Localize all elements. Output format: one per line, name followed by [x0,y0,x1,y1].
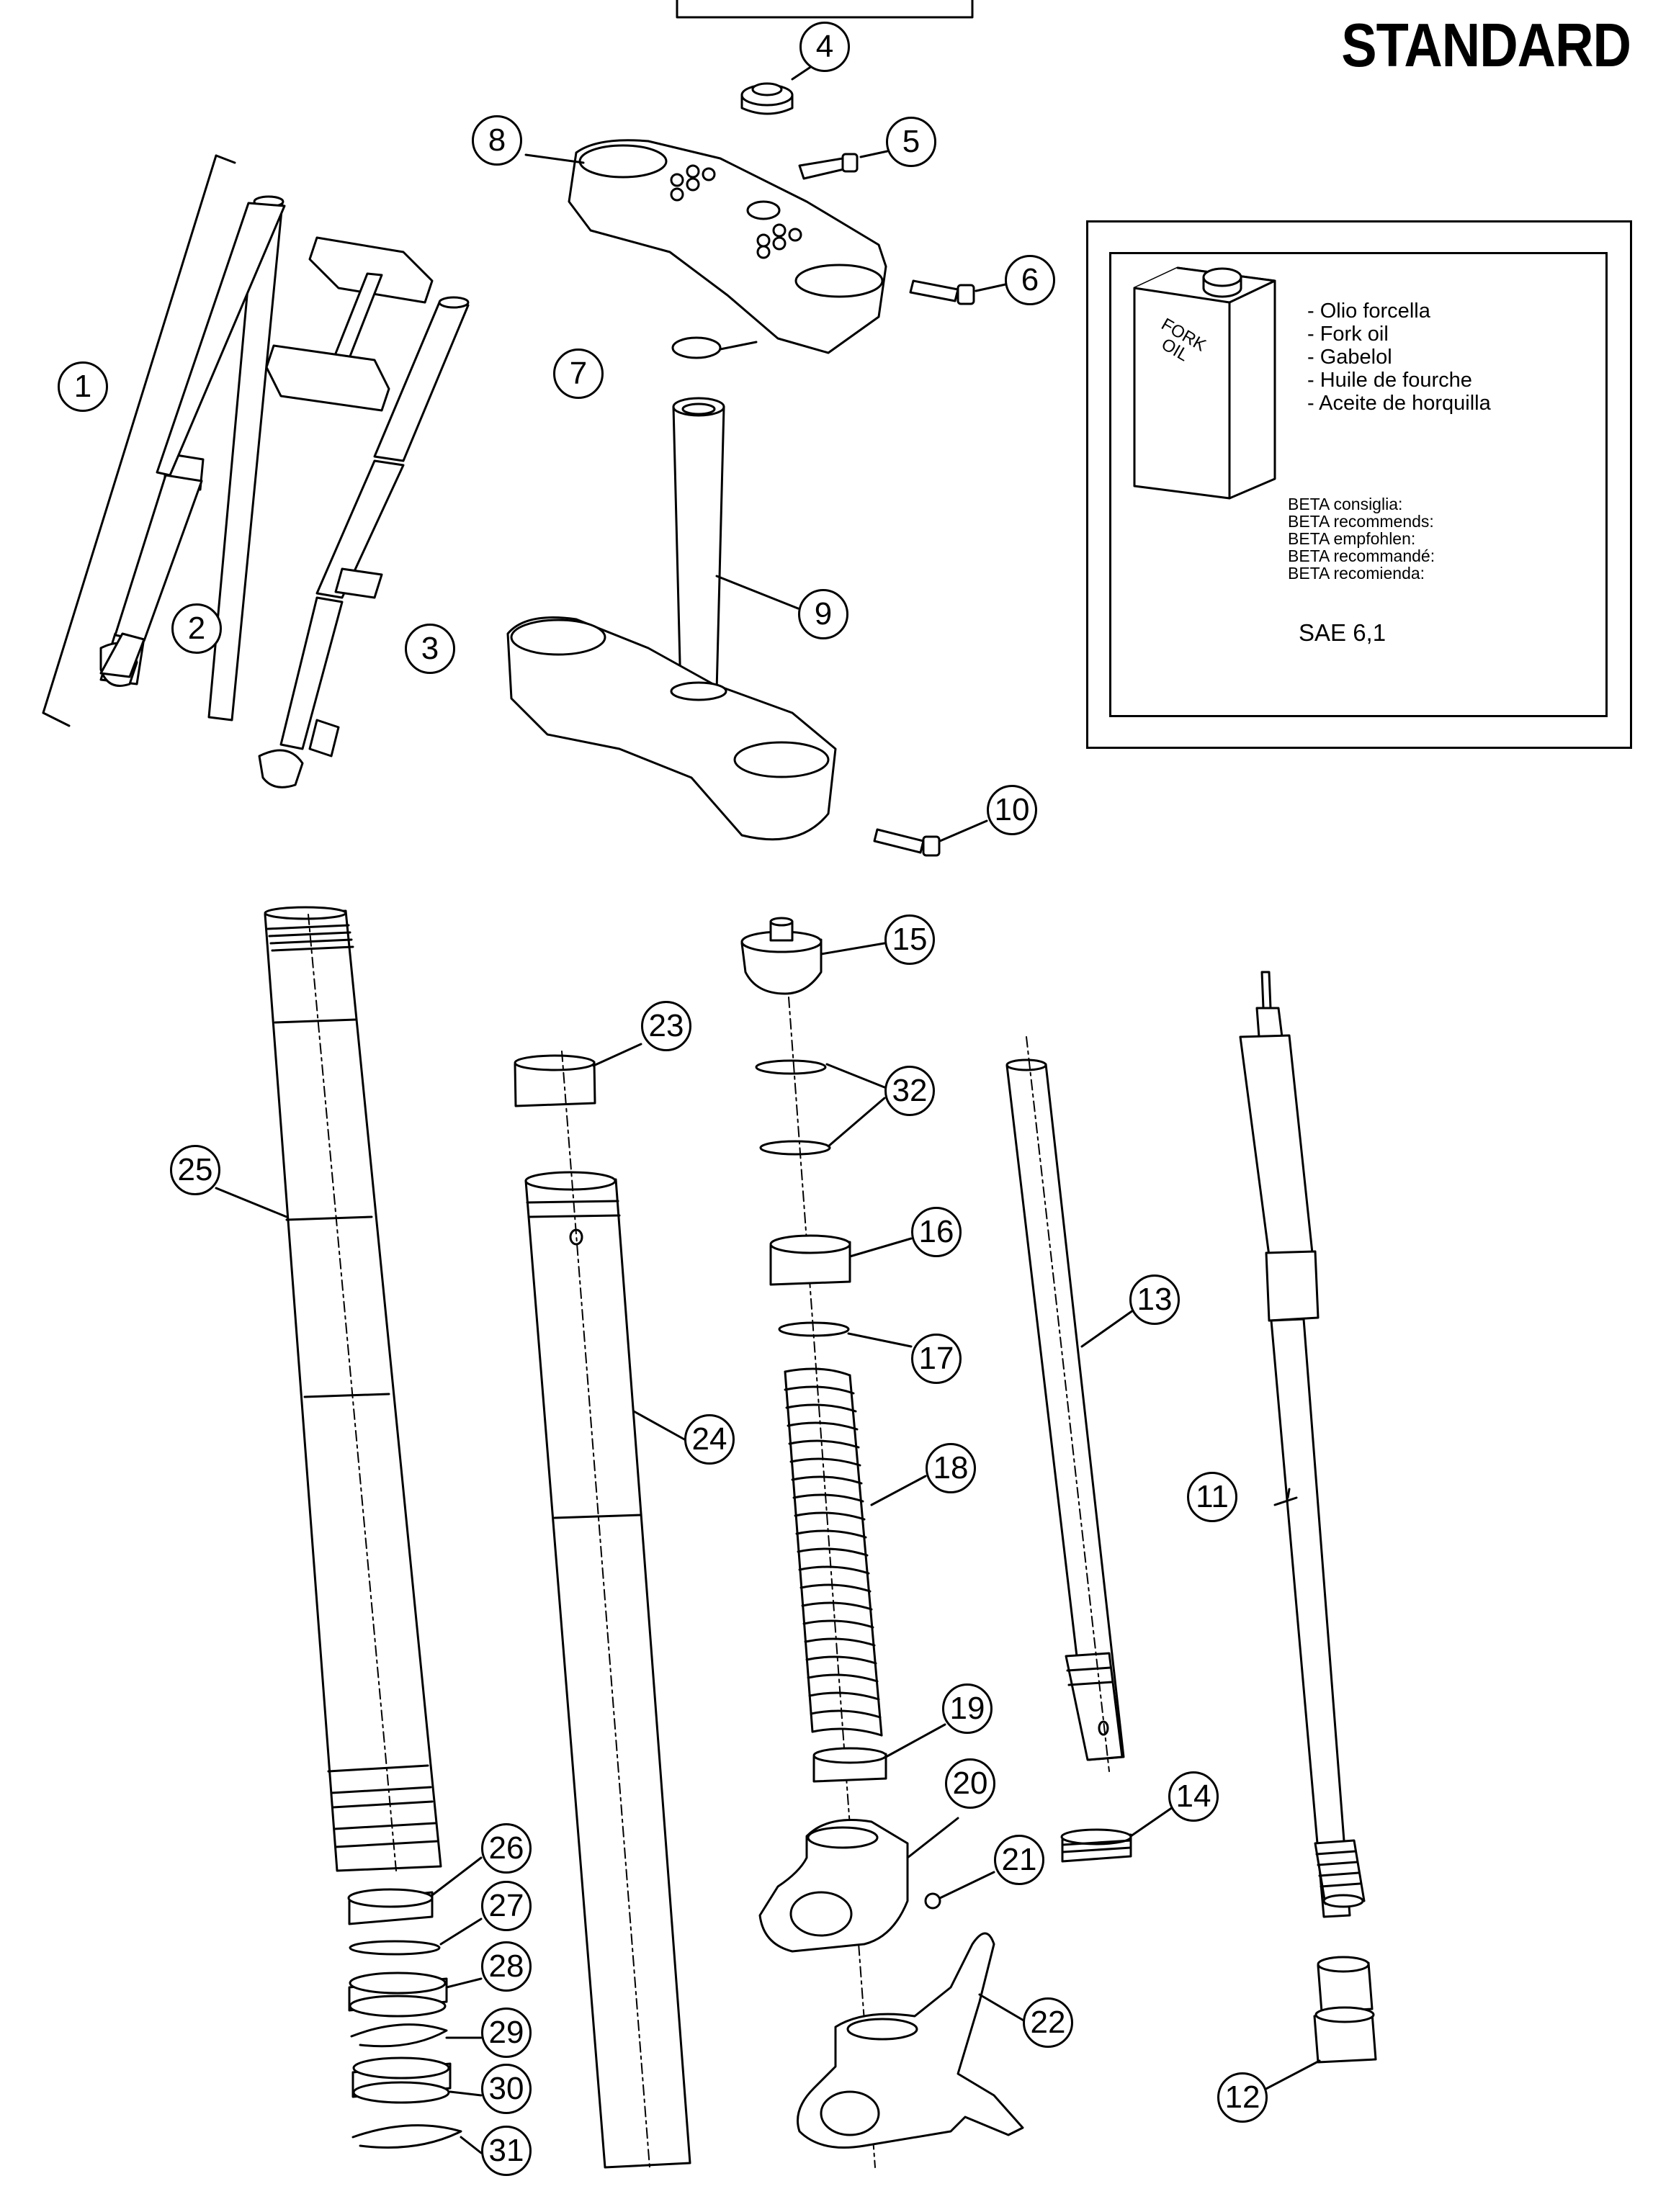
callout-24[interactable]: 24 [684,1414,735,1465]
callout-30[interactable]: 30 [481,2064,532,2114]
washer-17 [778,1321,850,1337]
axle-clamp-22 [797,1932,1024,2149]
callout-17[interactable]: 17 [911,1334,962,1384]
spacer-19 [812,1747,887,1783]
steering-stem-lower-clamp [506,397,837,841]
callout-5[interactable]: 5 [886,117,936,167]
callout-21[interactable]: 21 [994,1835,1044,1885]
callout-27[interactable]: 27 [481,1881,532,1931]
base-valve [1313,1956,1377,2064]
circlip-29 [350,2023,448,2048]
seal-14 [1060,1828,1132,1863]
recommend-en: BETA recommends: [1288,512,1434,531]
callout-26[interactable]: 26 [481,1823,532,1874]
main-spring [784,1367,883,1737]
o-ring [671,336,722,359]
callout-22[interactable]: 22 [1023,1997,1073,2048]
callout-19[interactable]: 19 [942,1683,993,1734]
recommend-es: BETA recomienda: [1288,564,1425,583]
recommend-list: BETA consiglia: BETA recommends: BETA em… [1288,495,1435,582]
oil-seal [348,1972,448,2018]
oil-name-de: - Gabelol [1307,346,1392,369]
callout-23[interactable]: 23 [641,1001,691,1051]
callout-11[interactable]: 11 [1187,1472,1237,1522]
page-title: STANDARD [1341,11,1631,80]
callout-1[interactable]: 1 [58,361,108,412]
top-frame [676,0,974,19]
callout-6[interactable]: 6 [1005,255,1055,305]
callout-4[interactable]: 4 [799,22,850,72]
callout-20[interactable]: 20 [945,1758,995,1809]
dust-seal [347,1888,434,1925]
callout-14[interactable]: 14 [1168,1771,1219,1822]
oil-name-en: - Fork oil [1307,323,1389,346]
oil-name-es: - Aceite de horquilla [1307,392,1491,415]
cartridge [1239,971,1366,1918]
cap-15 [740,917,823,995]
callout-12[interactable]: 12 [1217,2072,1268,2123]
recommend-de: BETA empfohlen: [1288,529,1416,548]
callout-13[interactable]: 13 [1129,1274,1180,1325]
callout-32[interactable]: 32 [884,1066,935,1116]
triple-clamp-small [265,236,434,412]
oil-info-outer-frame [1086,220,1632,749]
oil-grade: SAE 6,1 [1299,619,1386,646]
bush-23 [514,1054,596,1107]
upper-triple-clamp [568,139,887,354]
callout-25[interactable]: 25 [170,1145,220,1195]
callout-7[interactable]: 7 [553,349,604,399]
circlip-31 [351,2124,462,2149]
clip-27 [349,1940,441,1956]
bolt-6 [909,279,975,305]
callout-2[interactable]: 2 [171,603,222,654]
shim-upper [755,1059,827,1075]
bolt-10 [873,828,941,857]
oil-can-graphic [1133,266,1276,500]
callout-15[interactable]: 15 [884,914,935,965]
callout-18[interactable]: 18 [926,1443,976,1493]
callout-29[interactable]: 29 [481,2008,532,2058]
callout-28[interactable]: 28 [481,1941,532,1992]
inner-tube [524,1171,691,2169]
oil-name-fr: - Huile de fourche [1307,369,1472,392]
bolt-5 [798,153,859,180]
axle-clamp-20 [758,1819,909,1953]
callout-9[interactable]: 9 [798,589,848,639]
callout-10[interactable]: 10 [987,785,1037,835]
callout-8[interactable]: 8 [472,115,522,166]
oil-names: - Olio forcella - Fork oil - Gabelol - H… [1307,300,1491,415]
spacer-16 [769,1234,851,1286]
bushing-30 [351,2056,452,2104]
callout-3[interactable]: 3 [405,624,455,674]
outer-tube [264,906,442,1872]
oil-name-it: - Olio forcella [1307,300,1430,323]
shim-lower [759,1140,831,1156]
damper-tube [1005,1058,1125,1761]
callout-16[interactable]: 16 [911,1207,962,1257]
screw-21 [924,1892,941,1910]
oil-info-inner-frame [1109,252,1608,717]
callout-31[interactable]: 31 [481,2126,532,2176]
steering-nut [740,82,794,115]
recommend-it: BETA consiglia: [1288,495,1403,513]
recommend-fr: BETA recommandé: [1288,547,1435,565]
fork-leg-right [258,296,470,788]
